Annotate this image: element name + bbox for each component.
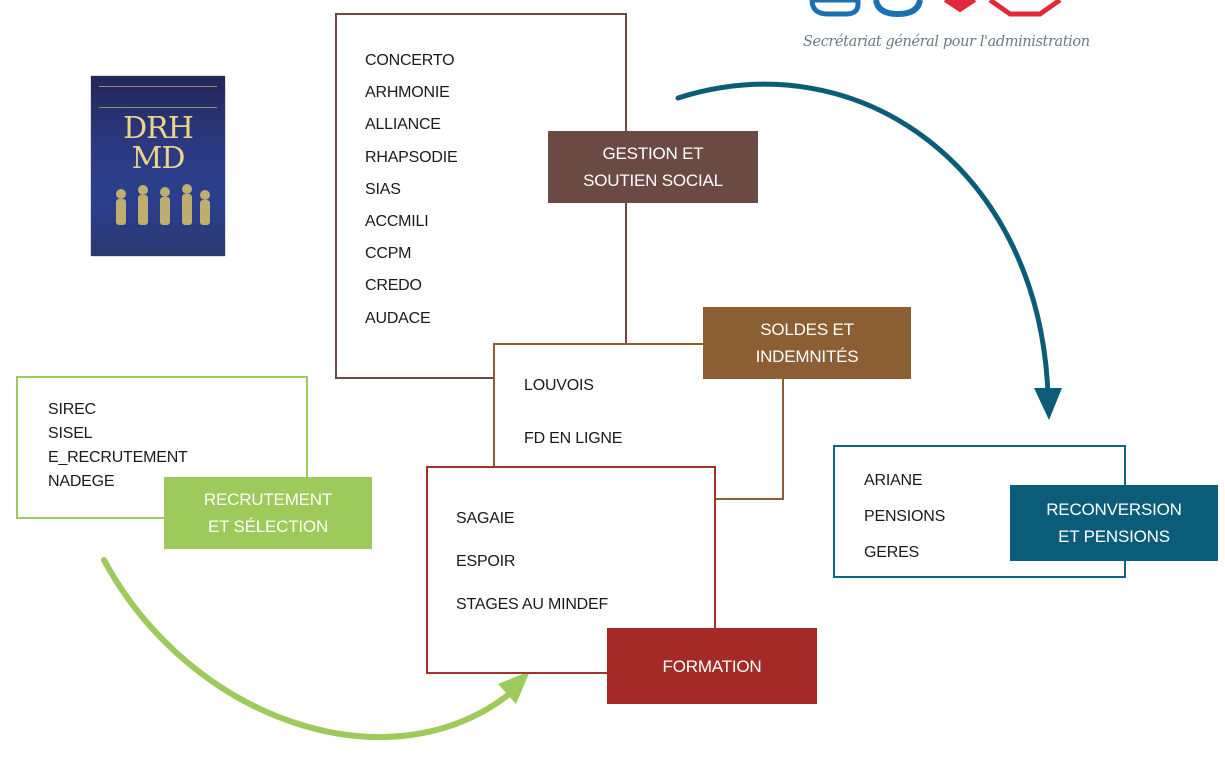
list-item: PENSIONS xyxy=(864,508,946,525)
recrutement-label: RECRUTEMENT ET SÉLECTION xyxy=(164,477,372,549)
reconversion-label-line1: RECONVERSION xyxy=(1046,500,1182,519)
formation-label-text: FORMATION xyxy=(662,656,762,676)
soldes-label-line2: INDEMNITÉS xyxy=(755,347,859,366)
list-item: ARHMONIE xyxy=(365,84,450,102)
soldes-list: LOUVOIS FD EN LIGNE xyxy=(524,367,622,473)
list-item: SISEL xyxy=(48,425,93,442)
list-item: ACCMILI xyxy=(365,212,429,230)
recrutement-list: SIREC SISEL E_RECRUTEMENT NADEGE xyxy=(48,398,188,494)
arrow-recrutement-to-formation xyxy=(101,557,515,740)
list-item: STAGES AU MINDEF xyxy=(456,596,609,613)
list-item: E_RECRUTEMENT xyxy=(48,449,188,466)
book-title-line2: MD xyxy=(131,141,186,176)
list-item: LOUVOIS xyxy=(524,377,594,394)
reconversion-list: ARIANE PENSIONS GERES xyxy=(864,465,945,573)
book-figures xyxy=(116,184,210,225)
list-item: FD EN LIGNE xyxy=(524,430,623,447)
book-header-lines xyxy=(99,86,217,108)
arrow-gestion-to-reconversion xyxy=(675,81,1051,398)
list-item: SAGAIE xyxy=(456,510,515,527)
reconversion-label-line2: ET PENSIONS xyxy=(1058,527,1170,546)
logo-caption: Secrétariat général pour l'administratio… xyxy=(803,34,1090,50)
list-item: ALLIANCE xyxy=(365,116,441,134)
list-item: SIREC xyxy=(48,401,96,418)
recrutement-label-line1: RECRUTEMENT xyxy=(203,490,333,509)
list-item: AUDACE xyxy=(365,309,431,327)
reconversion-label: RECONVERSION ET PENSIONS xyxy=(1010,485,1218,561)
recrutement-label-line2: ET SÉLECTION xyxy=(207,517,329,536)
formation-label: FORMATION xyxy=(607,628,817,704)
gestion-label-line2: SOUTIEN SOCIAL xyxy=(583,171,723,190)
formation-list: SAGAIE ESPOIR STAGES AU MINDEF xyxy=(456,500,608,629)
list-item: CONCERTO xyxy=(365,52,455,69)
soldes-label-line1: SOLDES ET xyxy=(760,320,854,339)
list-item: SIAS xyxy=(365,180,401,198)
list-item: GERES xyxy=(864,544,920,561)
list-item: NADEGE xyxy=(48,473,115,490)
list-item: ESPOIR xyxy=(456,553,516,570)
arrow-head-green xyxy=(498,671,530,704)
drhmd-book-cover: DRH MD xyxy=(91,76,225,256)
gestion-label: GESTION ET SOUTIEN SOCIAL xyxy=(548,131,758,203)
book-title-line1: DRH xyxy=(123,111,194,146)
list-item: ARIANE xyxy=(864,472,923,489)
list-item: RHAPSODIE xyxy=(365,148,458,166)
gestion-list: CONCERTO ARHMONIE ALLIANCE RHAPSODIE SIA… xyxy=(365,45,458,335)
list-item: CCPM xyxy=(365,245,412,263)
soldes-label: SOLDES ET INDEMNITÉS xyxy=(703,307,911,379)
list-item: CREDO xyxy=(365,277,422,295)
gestion-label-line1: GESTION ET xyxy=(602,144,704,163)
book-title: DRH MD xyxy=(91,114,225,174)
logo-mark xyxy=(809,0,1062,18)
arrow-head-teal xyxy=(1034,388,1062,420)
